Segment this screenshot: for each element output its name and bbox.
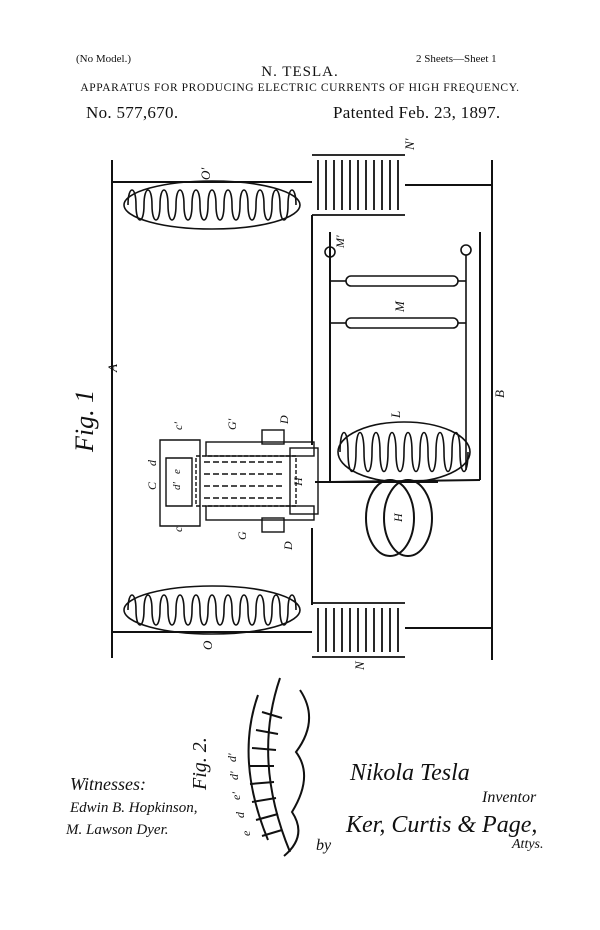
label-a: A xyxy=(105,364,120,373)
coil-o xyxy=(123,585,301,635)
label-n: N xyxy=(352,660,367,671)
figure-2-armature xyxy=(247,677,311,857)
label-d-small: d xyxy=(145,459,159,466)
fig2-label-d-prime: d' xyxy=(227,771,241,780)
fig-1-label: Fig. 1 xyxy=(70,390,99,453)
label-d-prime: d' xyxy=(171,482,183,491)
label-c: C xyxy=(145,481,159,490)
witness-2-signature: M. Lawson Dyer. xyxy=(65,822,169,838)
fig2-label-d: d xyxy=(233,811,247,818)
label-g: G xyxy=(235,531,249,540)
label-c-prime: c' xyxy=(171,422,185,430)
witnesses-label: Witnesses: xyxy=(70,774,146,794)
patent-title: APPARATUS FOR PRODUCING ELECTRIC CURRENT… xyxy=(80,82,520,94)
model-note: (No Model.) xyxy=(76,53,131,65)
label-h-core: H xyxy=(291,476,305,487)
inventor-role: Inventor xyxy=(481,789,537,806)
label-n-prime: N' xyxy=(402,138,417,151)
coil-o-prime xyxy=(123,180,301,230)
label-o-prime: O' xyxy=(198,168,213,180)
inventor-name: N. TESLA. xyxy=(261,64,339,80)
alternator xyxy=(159,429,319,533)
by-label: by xyxy=(316,837,332,854)
witness-1-signature: Edwin B. Hopkinson, xyxy=(69,800,198,816)
coil-h xyxy=(365,479,433,557)
sheet-number: 2 Sheets—Sheet 1 xyxy=(416,53,497,65)
label-g-prime: G' xyxy=(225,418,239,430)
label-d-top: D xyxy=(277,415,291,425)
label-h-circle: H xyxy=(391,512,405,523)
condenser-n xyxy=(312,602,405,658)
fig-2-label: Fig. 2. xyxy=(189,737,211,791)
condenser-n-prime xyxy=(312,154,405,216)
label-e: e xyxy=(171,469,183,474)
inventor-signature: Nikola Tesla xyxy=(349,760,470,786)
fig2-label-e: e xyxy=(239,830,253,836)
coil-l xyxy=(337,421,471,483)
fig2-label-d-prime-2: d' xyxy=(225,753,239,762)
label-o: O xyxy=(200,640,215,650)
label-d-bottom: D xyxy=(281,541,295,551)
label-m-prime: M' xyxy=(333,235,347,249)
figure-1-circuit xyxy=(111,160,493,660)
vacuum-tube-m xyxy=(330,275,466,329)
label-l: L xyxy=(388,411,403,419)
fig2-label-e-prime: e' xyxy=(229,792,243,800)
patent-date: Patented Feb. 23, 1897. xyxy=(333,103,501,122)
label-m: M xyxy=(392,300,407,313)
attorney-signature: Ker, Curtis & Page, xyxy=(345,812,537,838)
label-c-small: c xyxy=(171,526,185,532)
patent-number: No. 577,670. xyxy=(86,103,179,122)
attys-label: Attys. xyxy=(511,837,544,852)
label-b: B xyxy=(492,390,507,398)
lamp-m-prime xyxy=(324,244,472,470)
